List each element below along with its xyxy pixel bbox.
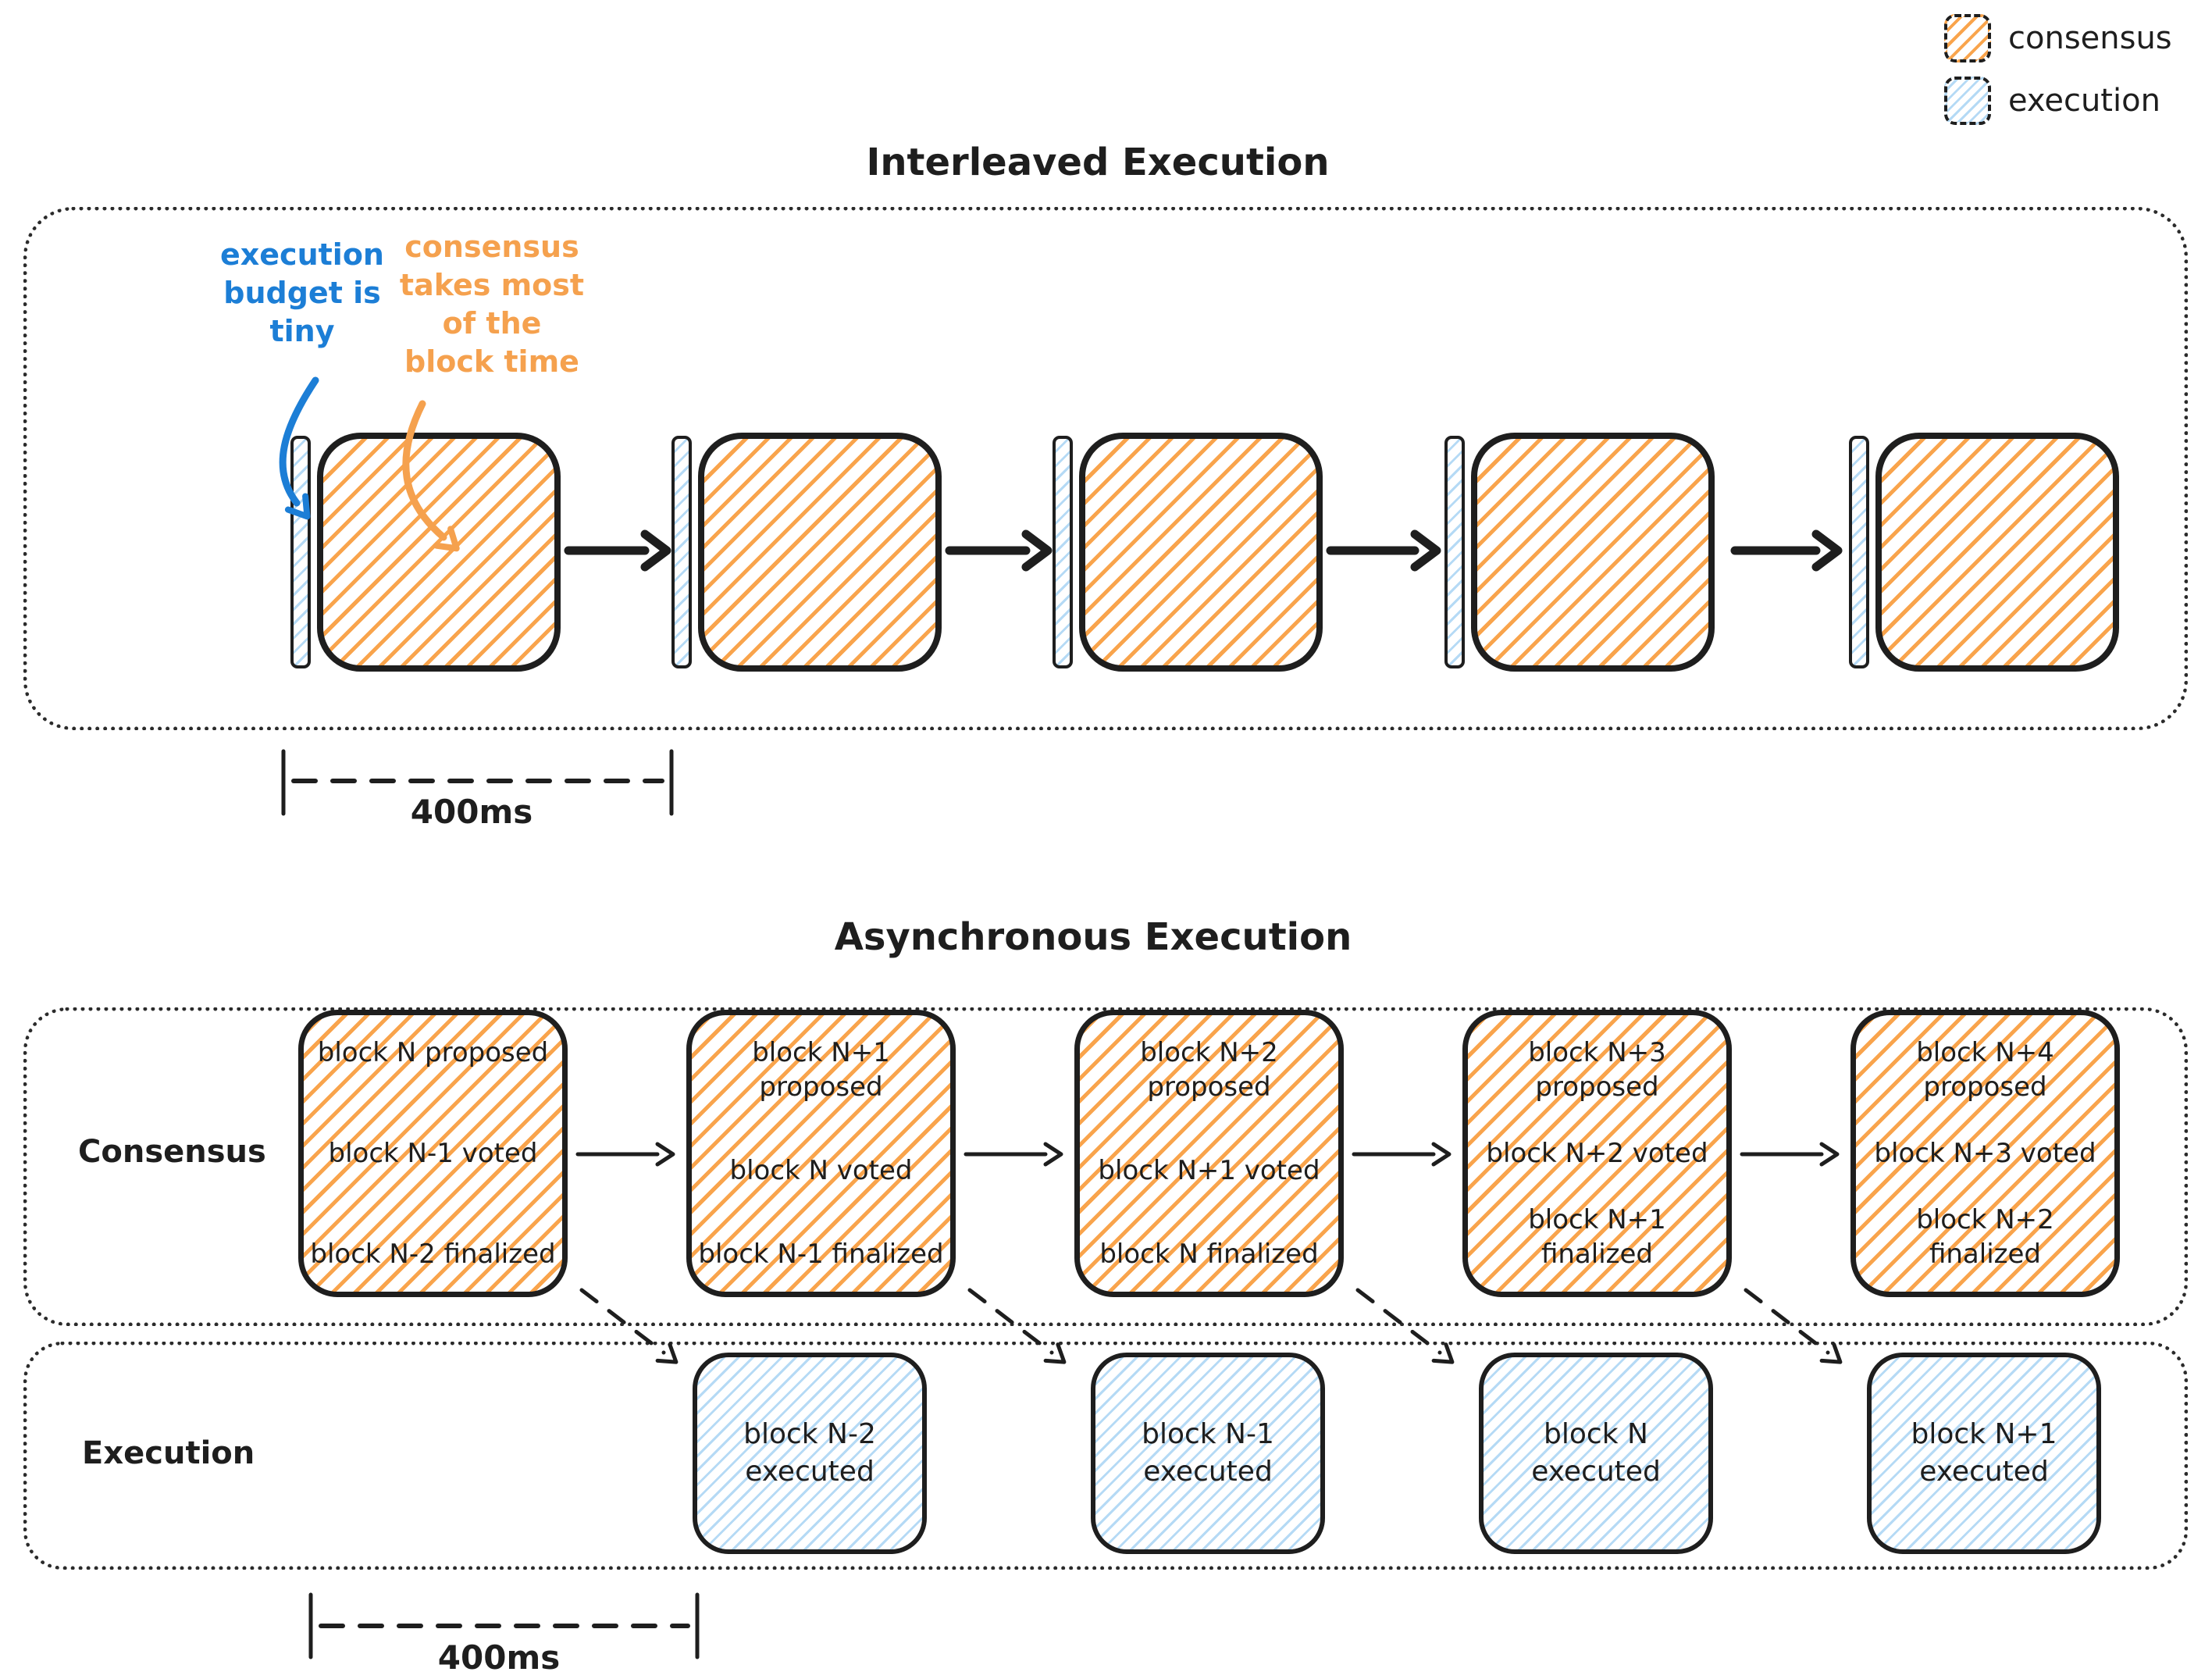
execution-slot-bar [1444, 436, 1465, 668]
consensus-row-container [23, 1007, 2188, 1326]
consensus-state-block: block N+2 proposed block N+1 voted block… [1074, 1010, 1344, 1297]
block-proposed-label: block N+4 proposed [1916, 1037, 2054, 1103]
measure-400ms-asynchronous: 400ms [437, 1638, 561, 1677]
block-proposed-label: block N+3 proposed [1528, 1037, 1666, 1103]
block-executed-label: block N-2 executed [743, 1418, 876, 1488]
consensus-block [317, 433, 561, 672]
legend-execution-label: execution [2008, 83, 2160, 119]
interleaved-container [23, 207, 2188, 730]
execution-row-label: Execution [82, 1435, 255, 1471]
block-finalized-label: block N-1 finalized [698, 1239, 944, 1270]
execution-slot-bar [671, 436, 692, 668]
block-voted-label: block N+3 voted [1874, 1138, 2096, 1169]
block-finalized-label: block N finalized [1099, 1239, 1319, 1270]
annotation-execution-budget: execution budget is tiny [220, 237, 384, 348]
block-finalized-label: block N+2 finalized [1916, 1204, 2054, 1270]
block-voted-label: block N+1 voted [1098, 1155, 1320, 1186]
legend-consensus-swatch [1944, 14, 1991, 62]
block-proposed-label: block N proposed [317, 1037, 549, 1068]
legend-consensus-label: consensus [2008, 20, 2172, 56]
consensus-state-block: block N+3 proposed block N+2 voted block… [1462, 1010, 1732, 1297]
block-executed-label: block N+1 executed [1911, 1418, 2057, 1488]
block-voted-label: block N-1 voted [328, 1138, 538, 1169]
execution-slot-bar [1849, 436, 1869, 668]
annotation-consensus-time: consensus takes most of the block time [399, 230, 585, 379]
block-voted-label: block N voted [729, 1155, 913, 1186]
consensus-block [1875, 433, 2119, 672]
consensus-block [1079, 433, 1323, 672]
asynchronous-title: Asynchronous Execution [834, 915, 1352, 959]
block-executed-label: block N executed [1531, 1418, 1661, 1488]
consensus-state-block: block N+1 proposed block N voted block N… [686, 1010, 956, 1297]
measure-400ms-interleaved: 400ms [410, 793, 533, 831]
execution-block: block N+1 executed [1867, 1353, 2101, 1554]
consensus-row-label: Consensus [78, 1134, 266, 1170]
execution-block: block N executed [1479, 1353, 1713, 1554]
block-proposed-label: block N+2 proposed [1140, 1037, 1278, 1103]
execution-slot-bar [1053, 436, 1073, 668]
execution-row-container [23, 1342, 2188, 1570]
consensus-block [1471, 433, 1715, 672]
execution-block: block N-1 executed [1091, 1353, 1325, 1554]
consensus-state-block: block N proposed block N-1 voted block N… [298, 1010, 568, 1297]
consensus-block [698, 433, 942, 672]
block-finalized-label: block N+1 finalized [1528, 1204, 1666, 1270]
block-proposed-label: block N+1 proposed [752, 1037, 890, 1103]
execution-slot-bar [290, 436, 311, 668]
block-voted-label: block N+2 voted [1486, 1138, 1708, 1169]
execution-block: block N-2 executed [693, 1353, 927, 1554]
block-finalized-label: block N-2 finalized [310, 1239, 556, 1270]
legend-execution-swatch [1944, 77, 1991, 125]
interleaved-title: Interleaved Execution [866, 141, 1330, 184]
consensus-state-block: block N+4 proposed block N+3 voted block… [1850, 1010, 2120, 1297]
block-executed-label: block N-1 executed [1142, 1418, 1274, 1488]
